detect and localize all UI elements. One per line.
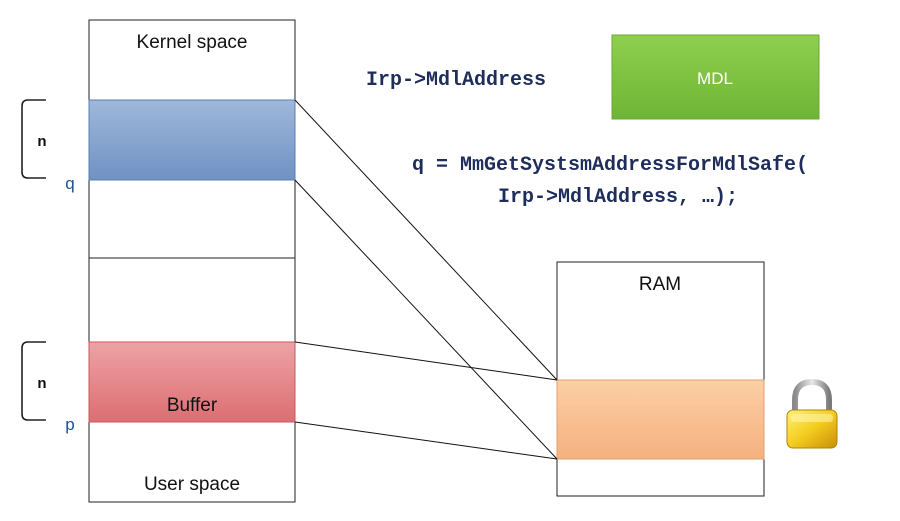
irp-mdl-address-label: Irp->MdlAddress [366, 69, 546, 92]
ram-label: RAM [639, 274, 681, 295]
bottom-size-bracket [21, 341, 46, 421]
buffer-label: Buffer [167, 395, 218, 416]
user-top-mapping-line [294, 341, 558, 381]
bottom-size-label: n [37, 375, 46, 392]
virtual-address-space: Kernel space Buffer User space [88, 19, 296, 503]
ram-locked-pages [556, 379, 765, 460]
user-space-label: User space [144, 474, 240, 495]
mapping-lines [294, 99, 558, 460]
top-size-bracket [21, 99, 46, 179]
kernel-mapped-buffer [88, 99, 296, 181]
code-annotations: Irp->MdlAddress MDL q = MmGetSystsmAddre… [366, 34, 820, 209]
map-call-line-2: Irp->MdlAddress, …); [498, 186, 738, 209]
mdl-box [611, 34, 820, 120]
q-pointer-label: q [65, 174, 74, 193]
markers: n q n p [21, 99, 75, 434]
kernel-space-label: Kernel space [137, 32, 248, 53]
kernel-top-mapping-line [294, 99, 558, 381]
user-bottom-mapping-line [294, 421, 558, 460]
ram-box [556, 261, 765, 497]
map-call-line-1: q = MmGetSystsmAddressForMdlSafe( [412, 154, 808, 177]
user-buffer [88, 341, 296, 423]
kernel-bottom-mapping-line [294, 179, 558, 460]
p-pointer-label: p [65, 415, 74, 434]
physical-memory: RAM [556, 261, 765, 497]
mdl-box-label: MDL [697, 69, 733, 88]
padlock-icon [786, 378, 838, 449]
top-size-label: n [37, 133, 46, 150]
